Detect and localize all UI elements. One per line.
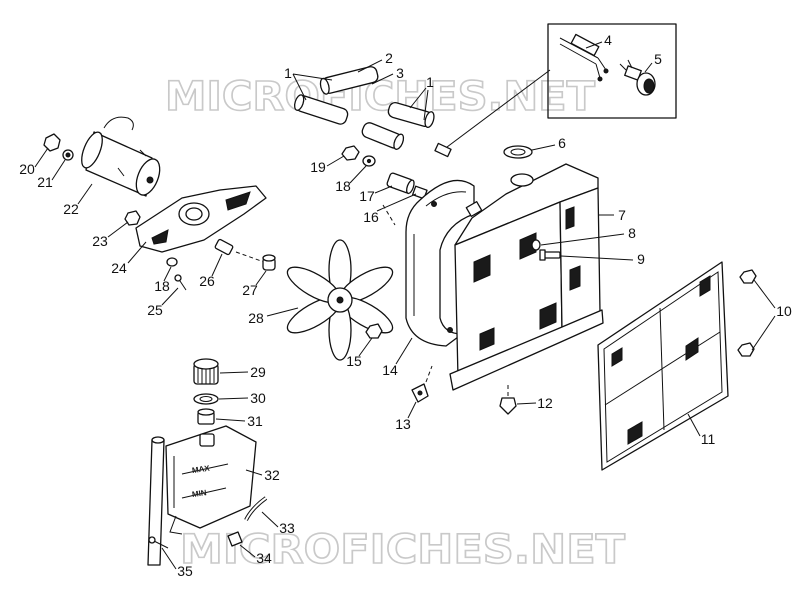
coolant-reservoir: MAX MIN xyxy=(165,425,257,535)
reservoir-gasket xyxy=(193,393,219,405)
bolt-9 xyxy=(539,249,561,261)
nut-20 xyxy=(43,133,61,152)
hose-left-lower xyxy=(293,94,349,125)
callout-5: 5 xyxy=(654,51,662,67)
leader-lines xyxy=(34,41,776,570)
callout-13: 13 xyxy=(395,416,411,432)
radiator-screen xyxy=(597,261,729,471)
motor-bracket xyxy=(135,185,267,253)
callout-22: 22 xyxy=(63,201,79,217)
spacer-17 xyxy=(386,172,415,195)
overflow-hose-33 xyxy=(244,496,268,521)
nut-10-lower xyxy=(737,342,755,357)
callout-27: 27 xyxy=(242,282,258,298)
callout-31: 31 xyxy=(247,413,263,429)
bolt-26 xyxy=(214,238,234,256)
fan-shroud xyxy=(405,179,475,347)
callout-9: 9 xyxy=(637,251,645,267)
callout-16: 16 xyxy=(363,209,379,225)
callout-32: 32 xyxy=(264,467,280,483)
callout-24: 24 xyxy=(111,260,127,276)
callout-18-upper: 18 xyxy=(335,178,351,194)
washer-18-bracket xyxy=(166,257,178,267)
washer-8 xyxy=(531,239,541,251)
callout-30: 30 xyxy=(250,390,266,406)
watermark-bottom: MICROFICHES.NET xyxy=(180,527,626,573)
callout-34: 34 xyxy=(256,550,272,566)
callout-12: 12 xyxy=(537,395,553,411)
nut-15 xyxy=(365,323,383,339)
nut-10-upper xyxy=(739,269,757,284)
callout-15: 15 xyxy=(346,353,362,369)
radiator-cap xyxy=(503,145,533,159)
callout-18-lower: 18 xyxy=(154,278,170,294)
callout-21: 21 xyxy=(37,174,53,190)
callout-2: 2 xyxy=(385,50,393,66)
callout-3: 3 xyxy=(396,65,404,81)
reservoir-max-mark: MAX xyxy=(191,464,211,475)
callout-28: 28 xyxy=(248,310,264,326)
callout-26: 26 xyxy=(199,273,215,289)
spacer-27 xyxy=(262,254,276,271)
screw-25 xyxy=(174,274,187,291)
callout-10: 10 xyxy=(776,303,792,319)
cooling-fan xyxy=(286,239,394,361)
clip-13 xyxy=(411,365,433,403)
callout-33: 33 xyxy=(279,520,295,536)
callout-8: 8 xyxy=(628,225,636,241)
hose-right-upper xyxy=(387,102,435,128)
callout-23: 23 xyxy=(92,233,108,249)
hose-clamp-34 xyxy=(227,531,243,547)
callout-7: 7 xyxy=(618,207,626,223)
washer-21 xyxy=(62,149,74,161)
callout-1-left: 1 xyxy=(284,65,292,81)
callout-29: 29 xyxy=(250,364,266,380)
fan-motor xyxy=(81,116,161,197)
inset-box xyxy=(442,23,677,151)
thermo-fitting xyxy=(434,142,452,158)
callout-19: 19 xyxy=(310,159,326,175)
callouts: 1 1 2 3 4 5 6 7 8 9 10 11 12 13 14 15 16… xyxy=(19,32,792,579)
washer-18 xyxy=(362,155,376,167)
callout-6: 6 xyxy=(558,135,566,151)
mounting-tube xyxy=(147,436,165,566)
callout-4: 4 xyxy=(604,32,612,48)
nut-23 xyxy=(124,210,141,226)
reservoir-cap xyxy=(193,358,219,385)
drain-plug-12 xyxy=(499,384,517,415)
callout-25: 25 xyxy=(147,302,163,318)
reservoir-min-mark: MIN xyxy=(191,488,207,499)
nut-19 xyxy=(341,145,360,161)
reservoir-neck-ring xyxy=(197,408,215,425)
screw-35 xyxy=(148,536,169,549)
watermark-top: MICROFICHES.NET xyxy=(165,74,596,120)
hose-right-lower xyxy=(361,122,405,150)
callout-20: 20 xyxy=(19,161,35,177)
callout-1-right: 1 xyxy=(426,74,434,90)
temperature-switch xyxy=(619,59,656,96)
callout-17: 17 xyxy=(359,188,375,204)
callout-35: 35 xyxy=(177,563,193,579)
callout-14: 14 xyxy=(382,362,398,378)
wire-harness-connector xyxy=(559,33,609,82)
callout-11: 11 xyxy=(701,431,716,447)
